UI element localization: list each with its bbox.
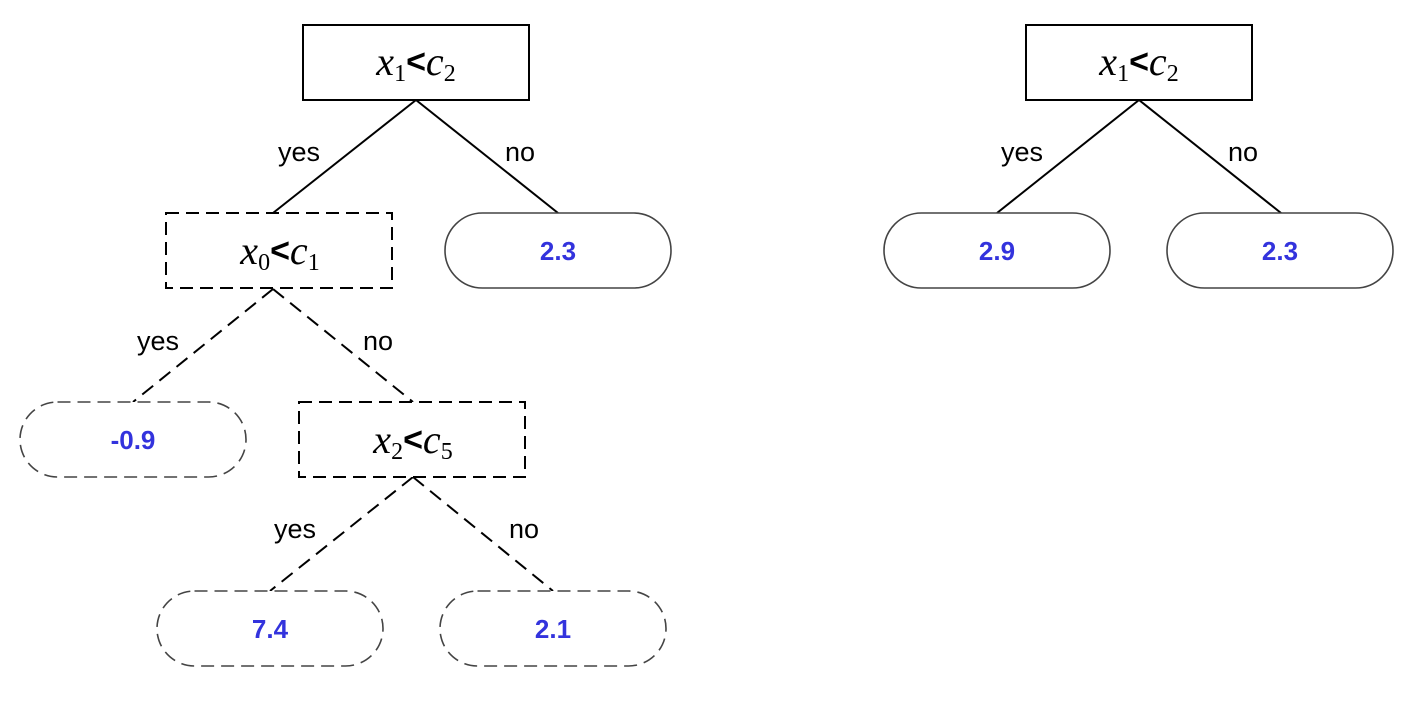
edge-label-inner2-no: no: [509, 514, 539, 544]
split-condition: x0<c1: [239, 228, 319, 276]
leaf-node-root-no: 2.3: [444, 212, 672, 289]
split-node-root-left: x1<c2: [302, 24, 530, 101]
edge-root-no: [415, 99, 559, 214]
edge-label-root-yes: yes: [278, 137, 320, 167]
leaf-node-inner2-no: 2.1: [439, 590, 667, 667]
split-node-root-right: x1<c2: [1025, 24, 1253, 101]
edge-label-inner1-no: no: [363, 326, 393, 356]
leaf-node-inner1-yes: -0.9: [19, 401, 247, 478]
edge-root-yes: [272, 99, 417, 214]
split-node-inner2: x2<c5: [298, 401, 526, 478]
leaf-value: 2.3: [540, 236, 576, 266]
edge-label-right-root-no: no: [1228, 137, 1258, 167]
leaf-value: 7.4: [252, 614, 289, 644]
split-condition: x1<c2: [1098, 39, 1178, 87]
edge-label-inner2-yes: yes: [274, 514, 316, 544]
leaf-value: 2.3: [1262, 236, 1298, 266]
edge-inner2-no: [412, 476, 554, 592]
split-condition: x2<c5: [372, 417, 452, 465]
leaf-value: 2.1: [535, 614, 571, 644]
leaf-node-right-yes: 2.9: [883, 212, 1111, 289]
edge-right-root-no: [1138, 99, 1282, 214]
split-condition: x1<c2: [375, 39, 455, 87]
edge-label-inner1-yes: yes: [137, 326, 179, 356]
split-node-inner1: x0<c1: [165, 212, 393, 289]
leaf-value: -0.9: [111, 425, 156, 455]
edge-label-right-root-yes: yes: [1001, 137, 1043, 167]
edge-label-root-no: no: [505, 137, 535, 167]
edge-right-root-yes: [996, 99, 1140, 214]
edge-inner1-yes: [132, 288, 274, 403]
edge-inner2-yes: [269, 476, 414, 592]
leaf-node-inner2-yes: 7.4: [156, 590, 384, 667]
leaf-node-right-no: 2.3: [1166, 212, 1394, 289]
edge-inner1-no: [272, 288, 414, 403]
leaf-value: 2.9: [979, 236, 1015, 266]
